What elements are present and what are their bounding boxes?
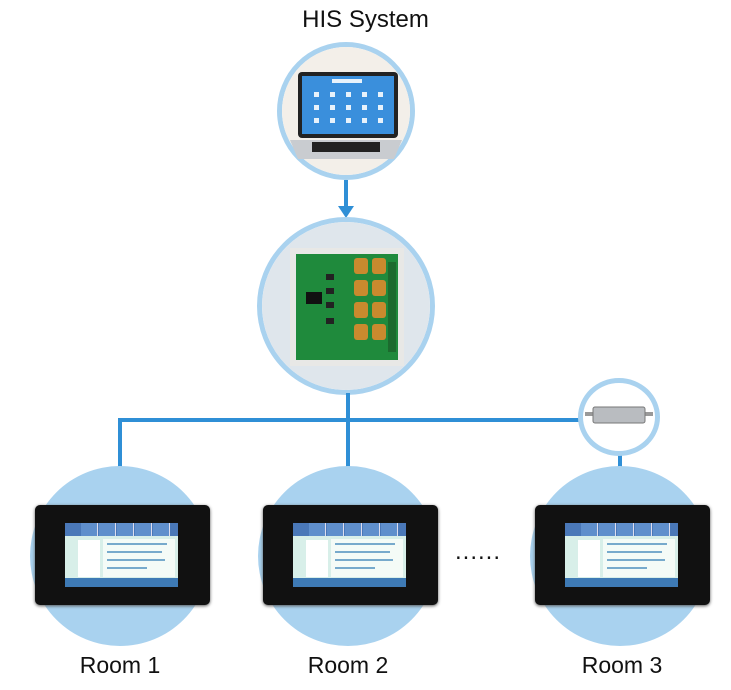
room-1-label: Room 1 [79, 652, 161, 678]
connector-line [118, 418, 122, 482]
terminal-screen [565, 523, 678, 587]
room-3-terminal [535, 505, 710, 605]
terminal-screen [293, 523, 406, 587]
connector-line [618, 450, 622, 476]
laptop-icon [282, 47, 410, 175]
connector-line [346, 393, 350, 481]
terminal-screen [65, 523, 178, 587]
arrow-down-icon [338, 206, 354, 218]
his-system-node [277, 42, 415, 180]
diagram-title: HIS System [302, 6, 429, 33]
ellipsis: ...... [455, 538, 502, 565]
room-1-terminal [35, 505, 210, 605]
room-3-label: Room 3 [581, 652, 663, 678]
circuit-board-icon [262, 222, 430, 390]
room-2-terminal [263, 505, 438, 605]
connector-line [344, 180, 348, 210]
bus-line [118, 418, 586, 422]
controller-node [257, 217, 435, 395]
room-2-label: Room 2 [307, 652, 389, 678]
repeater-node [578, 378, 660, 456]
signal-box-icon [585, 406, 653, 424]
